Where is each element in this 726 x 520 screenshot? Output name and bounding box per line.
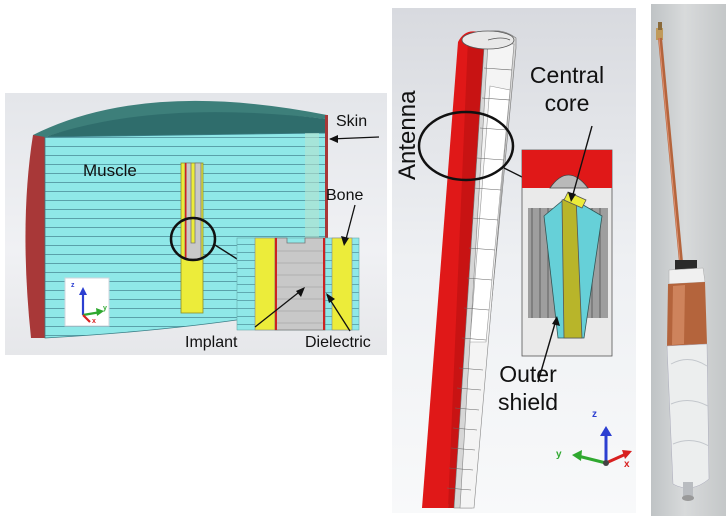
outer-shield-leader-head <box>552 316 560 326</box>
skin-wall <box>25 135 45 338</box>
highlight-circle <box>169 216 217 262</box>
axis-y-label-right: y <box>556 449 562 460</box>
dielectric-leader-head <box>326 293 335 303</box>
axis-y-label-left: y <box>103 305 107 312</box>
central-core-leader <box>571 125 593 199</box>
axis-x-label-left: x <box>92 318 96 325</box>
bone-leader <box>344 204 356 244</box>
implant-leader-head <box>296 287 305 297</box>
antenna-zoom-inset <box>521 149 613 357</box>
central-core-label: Central core <box>529 62 605 116</box>
implant-red-line <box>185 163 187 259</box>
photo-connector <box>656 28 663 40</box>
antenna-core <box>469 85 511 343</box>
muscle-label: Muscle <box>83 161 137 180</box>
axis-x-label-right: x <box>624 459 630 470</box>
axis-gizmo-right <box>572 426 632 466</box>
bone-leader-head <box>341 236 349 246</box>
top-face <box>33 100 327 137</box>
tissue-model-drawing <box>25 100 380 339</box>
zoom-inset <box>236 237 360 331</box>
skin-leader-head <box>329 135 338 143</box>
antenna-panel: Antenna Central core Outer shield z y x <box>392 8 636 513</box>
implant-leader <box>254 288 304 328</box>
antenna-label: Antenna <box>394 90 421 180</box>
dielectric-label: Dielectric <box>305 334 371 351</box>
antenna-photo-panel <box>651 4 726 516</box>
skin-label: Skin <box>336 113 368 130</box>
photo-copper-rod <box>658 37 683 263</box>
implant-label: Implant <box>185 334 238 351</box>
skin-edge <box>325 115 328 307</box>
top-face-inner <box>45 112 327 137</box>
axis-gizmo-left <box>64 277 110 327</box>
bone-label: Bone <box>326 187 364 204</box>
tissue-model-panel: Muscle Skin Bone Implant Dielectric z y … <box>5 93 387 355</box>
antenna-segments <box>446 67 513 491</box>
antenna-highlight-circle <box>417 110 515 182</box>
axis-z-label-left: z <box>71 282 75 289</box>
antenna-photo <box>656 22 710 501</box>
axis-z-label-right: z <box>592 409 597 420</box>
outer-shield-leader <box>537 319 557 383</box>
photo-white-wrap <box>666 343 710 489</box>
skin-leader <box>329 136 380 140</box>
antenna-drawing <box>417 30 632 509</box>
outer-shield-label: Outer shield <box>497 361 559 415</box>
central-core-leader-head <box>568 192 576 202</box>
photo-black-band <box>675 260 697 270</box>
